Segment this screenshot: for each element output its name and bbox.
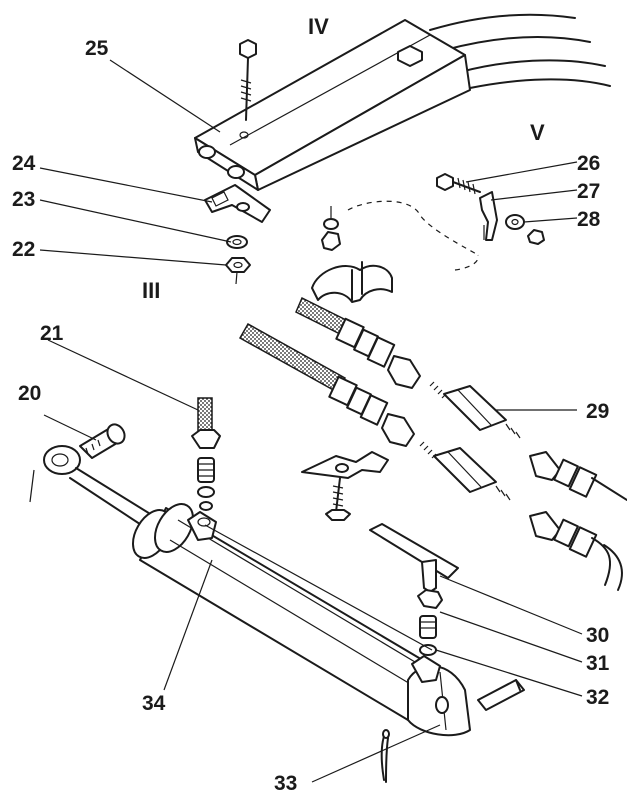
part-label-29: 29	[586, 400, 609, 423]
part-label-32: 32	[586, 686, 609, 709]
clevis-fork	[479, 191, 498, 241]
part-label-28: 28	[577, 208, 601, 231]
hydraulic-hose-upper	[295, 296, 421, 389]
hydraulic-hose-middle	[238, 322, 415, 447]
hose-clamp-lower	[301, 451, 389, 521]
part-label-25: 25	[85, 37, 109, 60]
hydraulic-cylinder	[43, 445, 525, 737]
hose-clamp-upper	[311, 206, 393, 303]
leader-lines	[39, 59, 583, 783]
part-label-21: 21	[40, 322, 64, 345]
ball-joint-bolt	[436, 173, 481, 195]
part-label-27: 27	[577, 180, 600, 203]
banjo-fitting-lower	[369, 523, 459, 656]
part-label-20: 20	[18, 382, 41, 405]
cotter-pin	[380, 729, 390, 783]
mounting-bolt	[79, 423, 126, 459]
part-label-26: 26	[577, 152, 600, 175]
hose-adapter-lower	[419, 441, 511, 501]
part-label-23: 23	[12, 188, 35, 211]
part-label-34: 34	[142, 692, 166, 715]
banjo-fitting-upper	[191, 397, 221, 511]
mounting-bracket	[194, 13, 611, 191]
part-label-22: 22	[12, 238, 35, 261]
washer	[505, 214, 525, 230]
section-label-iii: III	[142, 278, 160, 303]
section-label-v: V	[530, 120, 545, 145]
part-label-30: 30	[586, 624, 609, 647]
lock-washer	[226, 235, 248, 249]
part-label-31: 31	[586, 652, 610, 675]
hose-adapter-upper	[429, 381, 521, 439]
hex-nut	[225, 257, 251, 285]
part-label-33: 33	[274, 772, 297, 795]
bracket-bolt	[239, 39, 257, 121]
section-label-iv: IV	[308, 14, 329, 39]
cable-clamp	[204, 184, 271, 223]
hydraulic-hose-lower-right	[529, 451, 627, 591]
small-nut	[527, 229, 545, 245]
part-label-24: 24	[12, 152, 36, 175]
dashed-routing-line	[347, 200, 479, 271]
